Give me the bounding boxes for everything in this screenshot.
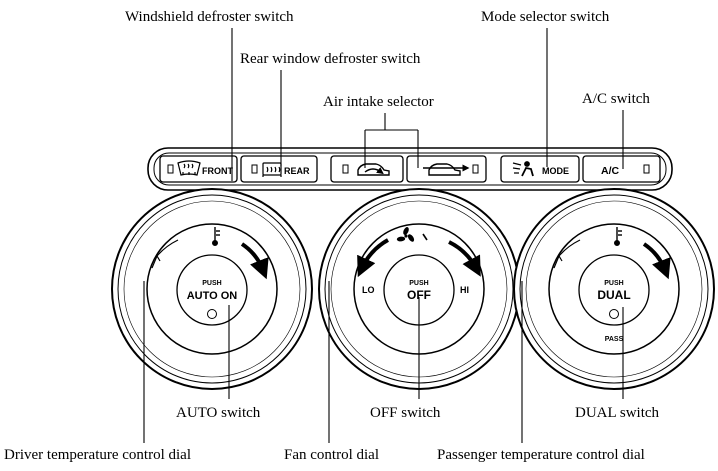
indicator-lamp-icon — [643, 164, 650, 174]
windshield-defroster-icon — [177, 160, 201, 176]
indicator-lamp-icon — [342, 164, 349, 174]
windshield-defroster-label: Windshield defroster switch — [125, 9, 294, 25]
front-label: FRONT — [202, 166, 233, 176]
windshield-defroster-button[interactable]: FRONT — [159, 155, 238, 183]
off-switch[interactable]: PUSH OFF — [407, 280, 431, 302]
indicator-lamp-icon — [251, 164, 258, 174]
air-intake-label: Air intake selector — [323, 94, 434, 110]
off-label: OFF — [407, 288, 431, 302]
passenger-dial-label: Passenger temperature control dial — [437, 447, 645, 463]
vent-mode-icon — [512, 161, 534, 177]
pass-label: PASS — [605, 336, 624, 343]
leader-lines — [143, 28, 624, 443]
mode-label: MODE — [542, 166, 569, 176]
fan-dial-label: Fan control dial — [284, 447, 379, 463]
rear-defroster-icon — [262, 162, 282, 177]
auto-switch-label: AUTO switch — [176, 405, 261, 421]
auto-switch[interactable]: PUSH AUTO ON — [187, 280, 238, 319]
mode-selector-button[interactable]: MODE — [500, 155, 580, 183]
recirculation-button[interactable] — [330, 155, 404, 183]
dual-switch-label: DUAL switch — [575, 405, 660, 421]
indicator-lamp-icon — [472, 164, 479, 174]
button-panel: FRONT REAR — [147, 147, 673, 191]
fan-icon — [396, 227, 415, 242]
recirculation-icon — [357, 163, 390, 176]
off-switch-label: OFF switch — [370, 405, 441, 421]
driver-temperature-dial[interactable]: PUSH AUTO ON — [111, 188, 313, 390]
dual-label: DUAL — [597, 288, 630, 302]
passenger-temperature-dial[interactable]: PUSH DUAL PASS — [513, 188, 715, 390]
fresh-air-icon — [423, 163, 470, 176]
indicator-lamp-icon — [609, 309, 619, 319]
fan-control-dial[interactable]: LO HI PUSH OFF — [318, 188, 520, 390]
lo-label: LO — [362, 285, 375, 295]
ac-button[interactable]: A/C — [582, 155, 661, 183]
hi-label: HI — [460, 285, 469, 295]
rear-label: REAR — [284, 166, 310, 176]
driver-dial-label: Driver temperature control dial — [4, 447, 192, 463]
indicator-lamp-icon — [207, 309, 217, 319]
indicator-lamp-icon — [167, 164, 174, 174]
thermometer-icon — [614, 227, 622, 246]
push-label: PUSH — [604, 280, 623, 287]
dual-switch[interactable]: PUSH DUAL PASS — [597, 280, 630, 343]
push-label: PUSH — [409, 280, 428, 287]
mode-selector-label: Mode selector switch — [481, 9, 610, 25]
ac-switch-label: A/C switch — [582, 91, 650, 107]
rear-defroster-label: Rear window defroster switch — [240, 51, 421, 67]
auto-on-label: AUTO ON — [187, 290, 238, 302]
thermometer-icon — [211, 227, 220, 246]
push-label: PUSH — [202, 280, 221, 287]
rear-defroster-button[interactable]: REAR — [240, 155, 318, 183]
fresh-air-button[interactable] — [406, 155, 487, 183]
ac-label: A/C — [601, 165, 620, 177]
